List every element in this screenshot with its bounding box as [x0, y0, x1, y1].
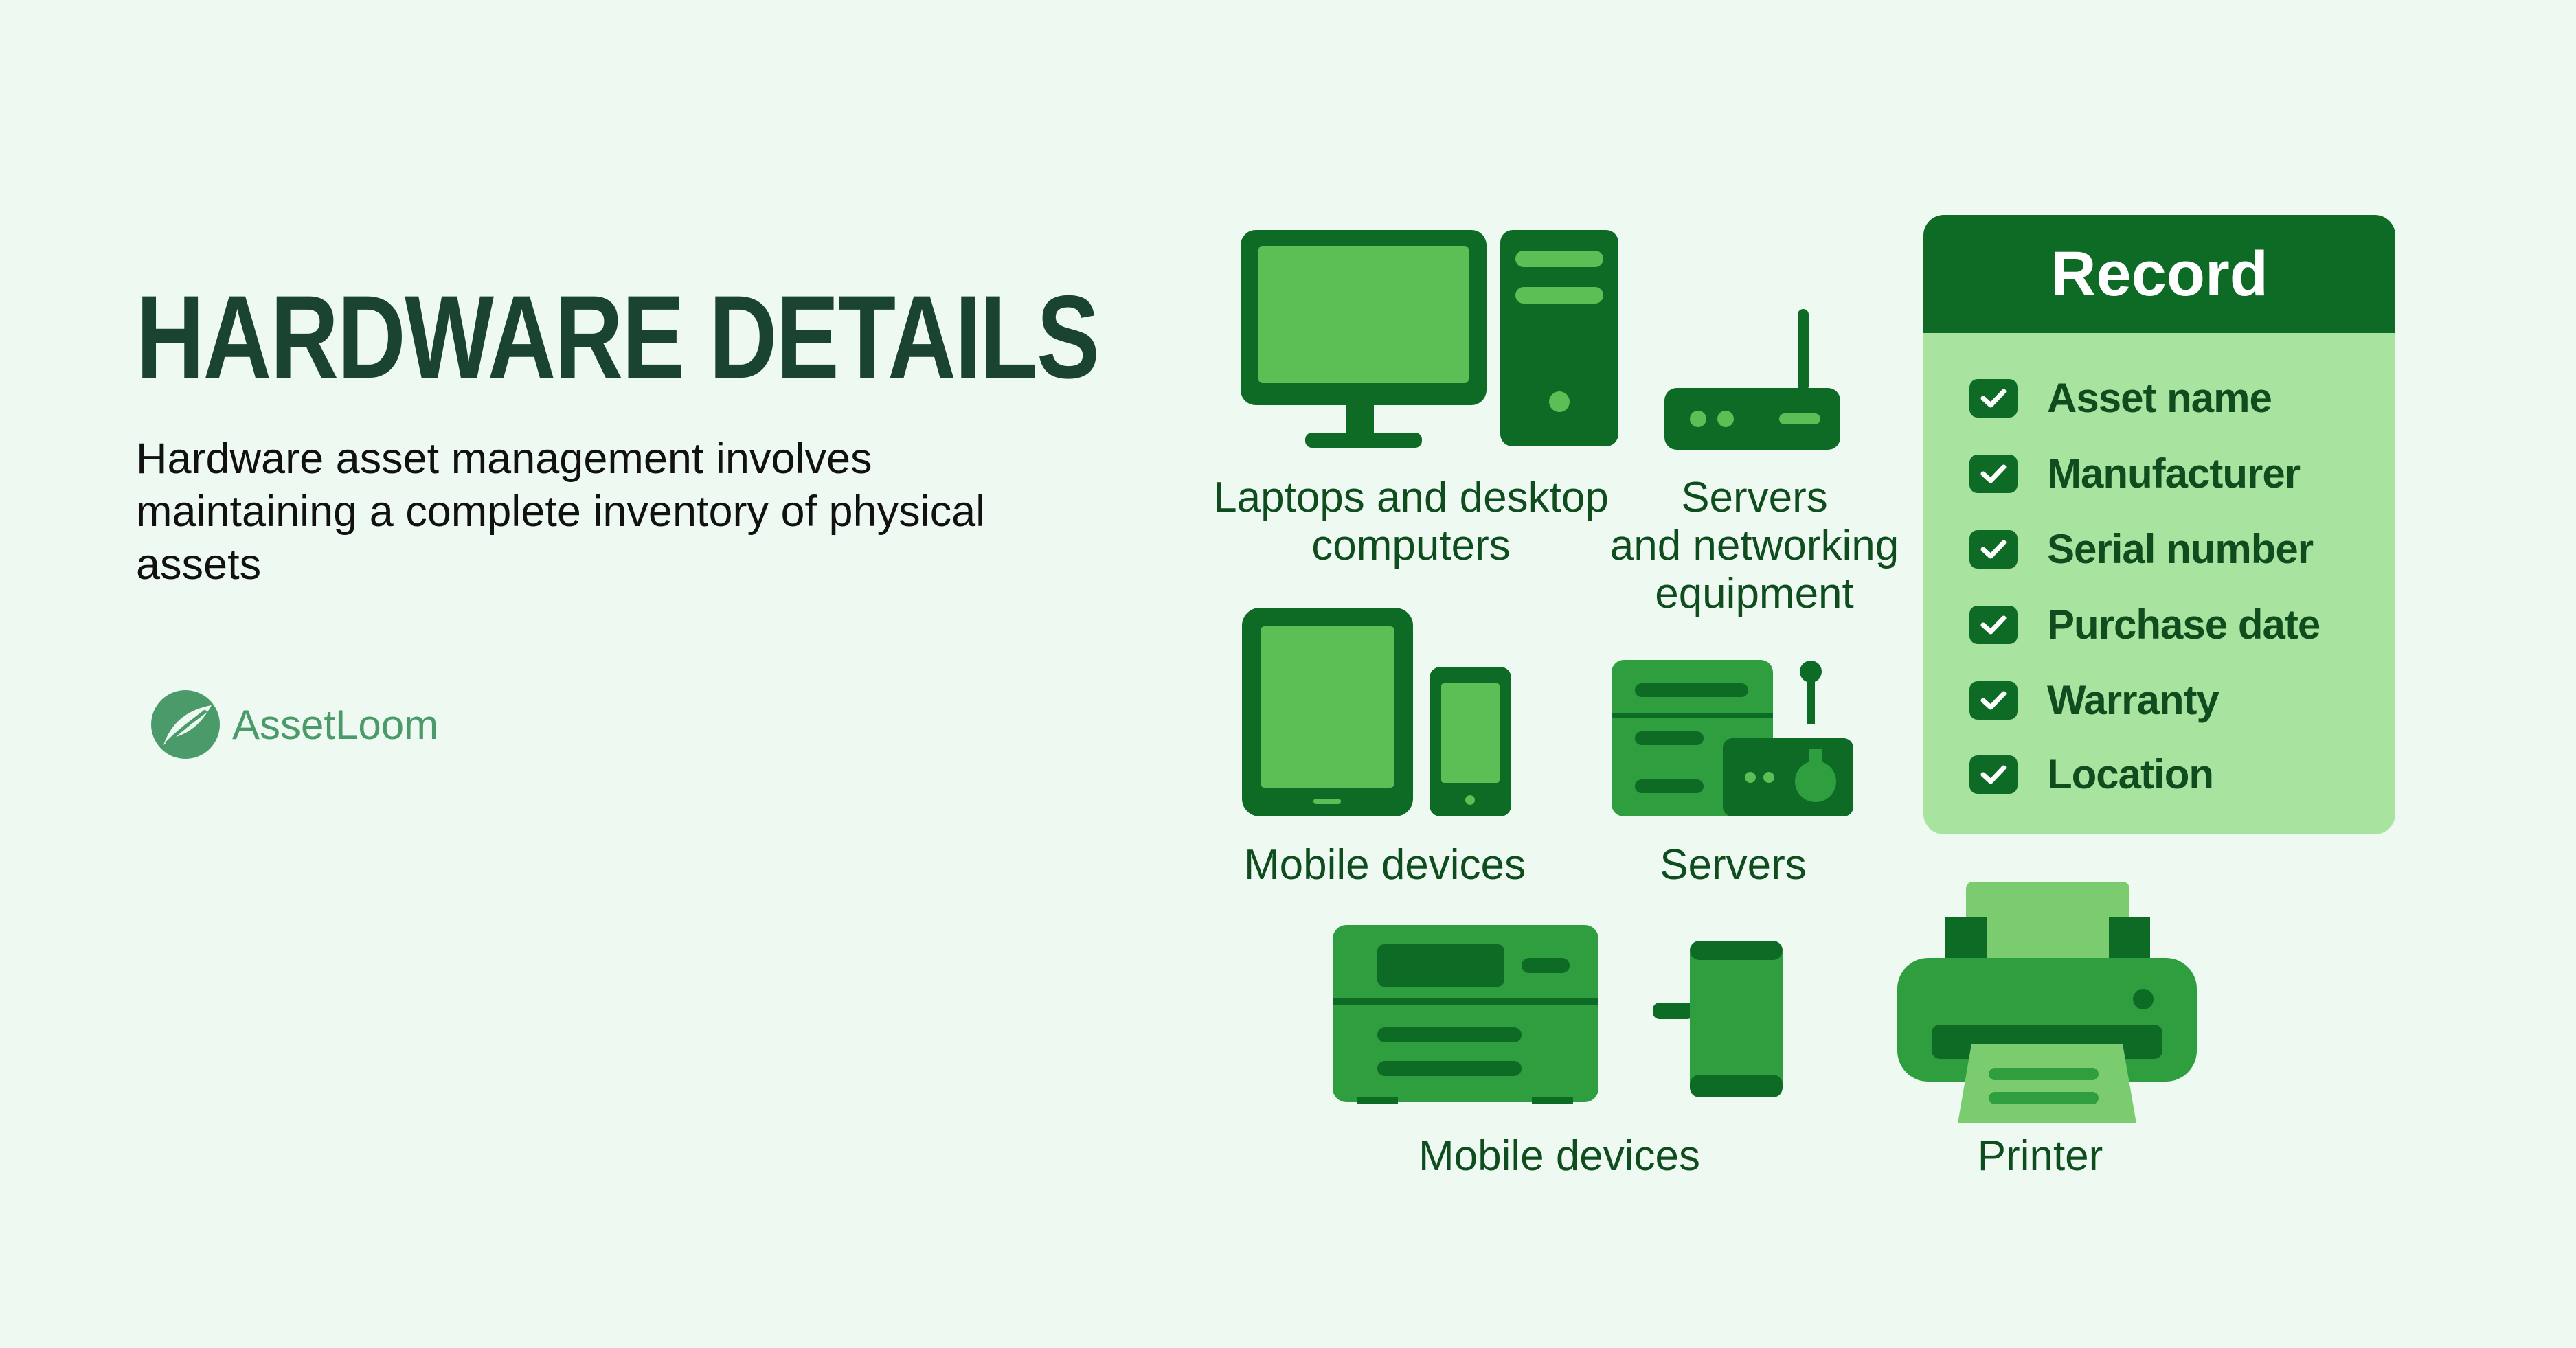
label-line: computers — [1311, 522, 1511, 569]
record-card: Record Asset name Manufacturer Serial nu… — [1923, 215, 2395, 834]
record-item: Location — [1969, 751, 2214, 798]
brand-logo[interactable]: AssetLoom — [151, 690, 438, 759]
checkbox-checked-icon[interactable] — [1969, 378, 2018, 418]
record-item: Serial number — [1969, 525, 2314, 573]
router-icon — [1664, 309, 1840, 450]
record-item-label: Serial number — [2047, 526, 2314, 572]
record-item-label: Location — [2047, 751, 2214, 797]
checkbox-checked-icon[interactable] — [1969, 755, 2018, 794]
page-description: Hardware asset management involves maint… — [136, 435, 986, 589]
printer-icon — [1897, 882, 2197, 1123]
category-label-printer: Printer — [1977, 1132, 2103, 1180]
record-item-label: Asset name — [2047, 375, 2272, 421]
label-line: equipment — [1655, 570, 1854, 617]
category-label-servers-networking: Servers and networking equipment — [1610, 474, 1899, 618]
label-line: Servers — [1681, 474, 1828, 521]
checkbox-checked-icon[interactable] — [1969, 681, 2018, 720]
category-label-servers: Servers — [1660, 841, 1807, 889]
record-title: Record — [1923, 215, 2395, 333]
device-icon — [1333, 925, 1783, 1104]
record-item: Warranty — [1969, 676, 2219, 724]
leaf-logo-icon — [151, 690, 220, 759]
record-item-label: Manufacturer — [2047, 450, 2301, 496]
tablet-phone-icon — [1242, 608, 1511, 816]
checkbox-checked-icon[interactable] — [1969, 529, 2018, 569]
record-item: Asset name — [1969, 374, 2272, 422]
checkbox-checked-icon[interactable] — [1969, 605, 2018, 644]
category-label-laptops-desktops: Laptops and desktop computers — [1213, 474, 1609, 570]
record-item: Purchase date — [1969, 601, 2320, 648]
brand-name: AssetLoom — [232, 701, 439, 748]
checkbox-checked-icon[interactable] — [1969, 454, 2018, 493]
category-label-mobile-devices-2: Mobile devices — [1418, 1132, 1701, 1180]
desktop-computer-icon — [1241, 230, 1618, 448]
server-rack-icon — [1612, 660, 1853, 816]
record-item: Manufacturer — [1969, 450, 2301, 497]
label-line: Laptops and desktop — [1213, 474, 1609, 521]
record-item-label: Warranty — [2047, 677, 2219, 723]
label-line: and networking — [1609, 522, 1899, 569]
record-item-label: Purchase date — [2047, 602, 2320, 648]
page-title: HARDWARE DETAILS — [136, 271, 1100, 403]
category-label-mobile-devices: Mobile devices — [1243, 841, 1526, 889]
